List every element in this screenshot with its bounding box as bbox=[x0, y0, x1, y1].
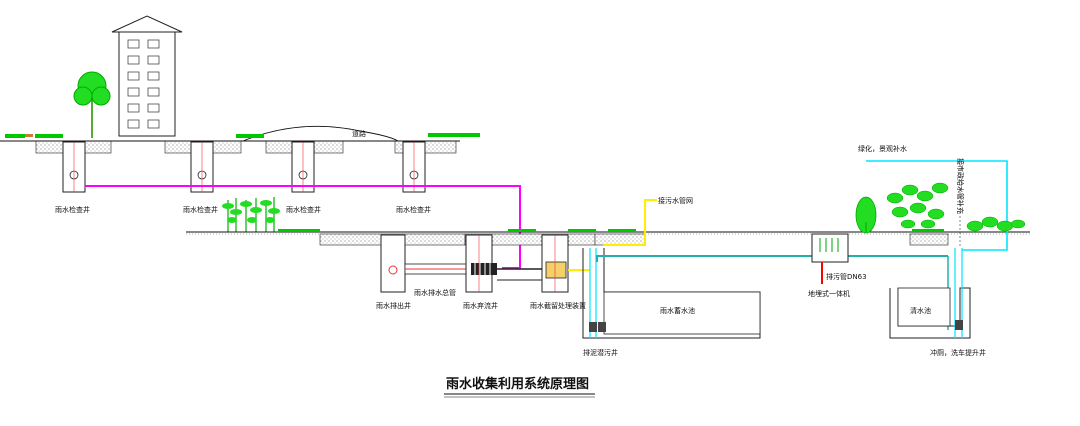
label-vertical-note: 接市政给水管补充 bbox=[956, 158, 965, 214]
inspection-well-4 bbox=[402, 141, 426, 193]
clear-tank bbox=[889, 248, 971, 339]
label-inspection-well-1: 雨水检查井 bbox=[55, 205, 90, 214]
right-trees-icon bbox=[855, 182, 1026, 234]
tree-icon bbox=[73, 71, 111, 138]
label-outlet-well: 雨水排出井 bbox=[376, 301, 411, 310]
label-overflow-pipe: 排污管DN63 bbox=[826, 272, 867, 281]
storage-tank bbox=[582, 248, 761, 339]
label-main-pipe: 雨水排水总管 bbox=[414, 288, 456, 297]
main-pipe bbox=[404, 263, 472, 275]
label-inspection-well-4: 雨水检查井 bbox=[396, 205, 431, 214]
label-sewage-pipe: 接污水管网 bbox=[658, 196, 693, 205]
label-clear-tank: 清水池 bbox=[910, 306, 931, 315]
lower-ground bbox=[186, 229, 1030, 246]
integrated-unit bbox=[811, 233, 849, 284]
label-irrigation: 绿化，景观补水 bbox=[858, 144, 907, 153]
diversion-well bbox=[465, 234, 497, 293]
label-inspection-pit: 排泥潜污井 bbox=[583, 348, 618, 357]
label-integrated-unit: 地埋式一体机 bbox=[808, 289, 850, 298]
label-inspection-well-2: 雨水检查井 bbox=[183, 205, 218, 214]
sewage-pipe bbox=[568, 199, 657, 271]
label-inspection-well-3: 雨水检查井 bbox=[286, 205, 321, 214]
inspection-well-3 bbox=[291, 141, 315, 193]
label-diversion-well: 雨水弃流井 bbox=[463, 301, 498, 310]
treatment-device bbox=[497, 234, 569, 293]
label-road: 道路 bbox=[352, 129, 366, 138]
label-flushing-lift: 冲厕，洗车提升井 bbox=[930, 348, 986, 357]
inspection-well-2 bbox=[190, 141, 214, 193]
label-treatment-device: 雨水截留处理装置 bbox=[530, 301, 586, 310]
rain-pipe bbox=[85, 185, 521, 269]
label-storage-tank: 雨水蓄水池 bbox=[660, 306, 695, 315]
inspection-well-1 bbox=[62, 141, 86, 193]
diagram-title: 雨水收集利用系统原理图 bbox=[446, 376, 589, 392]
building bbox=[111, 15, 183, 137]
bamboo-icon bbox=[222, 197, 280, 232]
clear-water-pipe bbox=[866, 160, 1008, 251]
outlet-well bbox=[380, 234, 406, 293]
